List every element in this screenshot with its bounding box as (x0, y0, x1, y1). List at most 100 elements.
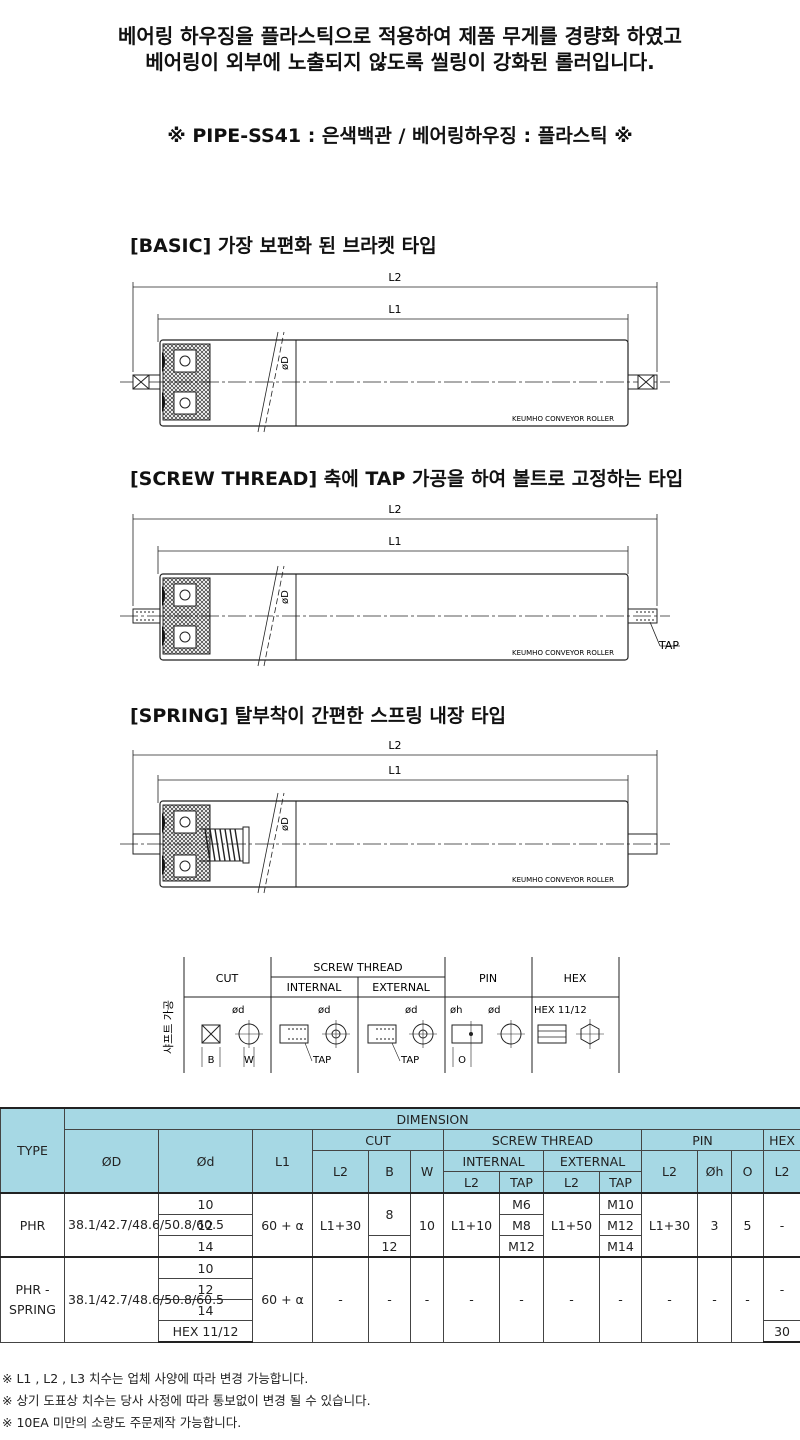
l1-label: L1 (388, 535, 401, 548)
tap-label: TAP (658, 639, 679, 652)
screw-thread-header: SCREW THREAD (313, 961, 402, 974)
phr-cut-w: 10 (410, 1192, 444, 1258)
phr-d-14: 14 (158, 1235, 253, 1258)
footnote-2: ※ 상기 도표상 치수는 당사 사정에 따라 통보없이 변경 될 수 있습니다. (2, 1393, 371, 1408)
intro-line-1: 베어링 하우징을 플라스틱으로 적용하여 제품 무게를 경량화 하였고 (118, 24, 682, 48)
l2-label: L2 (388, 739, 401, 752)
spring-hex-l2: - (762, 1256, 800, 1321)
l1-header: L1 (252, 1129, 313, 1194)
spring-type: PHR - SPRING (0, 1256, 65, 1343)
drawing-screw: L2 L1 TAP øD KEUMHO CONVEYOR ROLLER (120, 503, 680, 667)
hex-header: HEX (762, 1129, 800, 1151)
phr-d-10: 10 (158, 1192, 253, 1215)
internal-phi-d: ød (318, 1005, 330, 1016)
spring-int-tap: - (499, 1256, 544, 1343)
spring-pin-oh: - (697, 1256, 732, 1343)
phr-l1: 60 + α (252, 1192, 313, 1258)
spring-d-10: 10 (158, 1256, 253, 1279)
cut-w-header: W (410, 1150, 444, 1194)
phr-pin-o: 5 (731, 1192, 764, 1258)
phr-pin-l2: L1+30 (641, 1192, 698, 1258)
external-header: EXTERNAL (372, 981, 430, 994)
brand-label: KEUMHO CONVEYOR ROLLER (512, 876, 614, 884)
phr-int-tap-m12: M12 (499, 1235, 544, 1258)
phr-int-l2: L1+10 (443, 1192, 500, 1258)
phr-cut-l2: L1+30 (312, 1192, 369, 1258)
phr-type: PHR (0, 1192, 65, 1258)
l1-label: L1 (388, 303, 401, 316)
phr-ext-tap-m12: M12 (599, 1214, 642, 1236)
cut-l2-header: L2 (312, 1150, 369, 1194)
spring-l1: 60 + α (252, 1256, 313, 1343)
type-header: TYPE (0, 1107, 65, 1194)
cut-header: CUT (312, 1129, 444, 1151)
phi-d-label: øD (280, 590, 291, 604)
pin-header: PIN (641, 1129, 764, 1151)
drawing-basic: L2 L1 øD KEUMHO CONVEYOR ROLLER (120, 271, 670, 433)
section-title-basic: [BASIC] 가장 보편화 된 브라켓 타입 (130, 235, 437, 257)
section-title-screw: [SCREW THREAD] 축에 TAP 가공을 하여 볼트로 고정하는 타입 (130, 468, 684, 490)
phr-cut-b-12: 12 (368, 1235, 411, 1258)
spring-cut-b: - (368, 1256, 411, 1343)
cut-w-label: W (244, 1055, 254, 1066)
phi-d-label: øD (280, 817, 291, 831)
drawing-spring: L2 L1 øD KEUMHO CONVEYOR ROLLER (120, 739, 670, 894)
internal-header: INTERNAL (443, 1150, 544, 1172)
spring-pin-l2: - (641, 1256, 698, 1343)
spring-hex-l2-value: 30 (762, 1320, 800, 1343)
spring-ext-l2: - (543, 1256, 600, 1343)
l1-label: L1 (388, 764, 401, 777)
pin-phi-h: øh (450, 1005, 462, 1016)
spec-line: ※ PIPE-SS41 : 은색백관 / 베어링하우징 : 플라스틱 ※ (167, 125, 633, 147)
cut-header: CUT (216, 972, 239, 985)
phr-od: 38.1/42.7/48.6/50.8/60.5 (64, 1192, 224, 1258)
spring-d-14: 14 (158, 1299, 253, 1321)
external-tap-header: TAP (599, 1171, 642, 1194)
intro-line-2: 베어링이 외부에 노출되지 않도록 씰링이 강화된 롤러입니다. (145, 50, 655, 74)
pin-oh-header: Øh (697, 1150, 732, 1194)
external-phi-d: ød (405, 1005, 417, 1016)
hex-header: HEX (564, 972, 587, 985)
pin-o-header: O (731, 1150, 764, 1194)
cut-b-label: B (208, 1055, 215, 1066)
phr-hex-l2: - (762, 1192, 800, 1258)
pin-phi-d: ød (488, 1005, 500, 1016)
spring-cut-l2: - (312, 1256, 369, 1343)
brand-label: KEUMHO CONVEYOR ROLLER (512, 649, 614, 657)
pin-o-label: O (458, 1055, 466, 1066)
hex-l2-header: L2 (762, 1150, 800, 1194)
cut-phi-d: ød (232, 1005, 244, 1016)
phr-ext-tap-m14: M14 (599, 1235, 642, 1258)
phi-d-label: øD (280, 356, 291, 370)
spring-d-hex: HEX 11/12 (158, 1320, 253, 1343)
phr-ext-tap-m10: M10 (599, 1192, 642, 1215)
brand-label: KEUMHO CONVEYOR ROLLER (512, 415, 614, 423)
screw-thread-header: SCREW THREAD (443, 1129, 642, 1151)
phr-pin-oh: 3 (697, 1192, 732, 1258)
section-title-spring: [SPRING] 탈부착이 간편한 스프링 내장 타입 (130, 705, 506, 727)
spring-int-l2: - (443, 1256, 500, 1343)
phr-int-tap-m8: M8 (499, 1214, 544, 1236)
phr-d-12: 12 (158, 1214, 253, 1236)
external-l2-header: L2 (543, 1171, 600, 1194)
shaft-side-label: 샤프트 가공 (162, 1000, 175, 1054)
pin-l2-header: L2 (641, 1150, 698, 1194)
shaft-machining-table: 샤프트 가공 CUT SCREW THREAD INTERNAL EXTERNA… (162, 957, 620, 1073)
cut-b-header: B (368, 1150, 411, 1194)
internal-l2-header: L2 (443, 1171, 500, 1194)
footnote-3: ※ 10EA 미만의 소량도 주문제작 가능합니다. (2, 1415, 242, 1430)
l2-label: L2 (388, 503, 401, 516)
external-header: EXTERNAL (543, 1150, 642, 1172)
external-tap-label: TAP (400, 1055, 419, 1066)
phr-ext-l2: L1+50 (543, 1192, 600, 1258)
od-header: ØD (64, 1129, 159, 1194)
internal-header: INTERNAL (287, 981, 343, 994)
spring-cut-w: - (410, 1256, 444, 1343)
phr-cut-b-8: 8 (368, 1192, 411, 1236)
d-header: Ød (158, 1129, 253, 1194)
spring-od: 38.1/42.7/48.6/50.8/60.5 (64, 1256, 224, 1343)
hex-size-label: HEX 11/12 (534, 1005, 587, 1016)
internal-tap-header: TAP (499, 1171, 544, 1194)
internal-tap-label: TAP (312, 1055, 331, 1066)
pin-header: PIN (479, 972, 497, 985)
